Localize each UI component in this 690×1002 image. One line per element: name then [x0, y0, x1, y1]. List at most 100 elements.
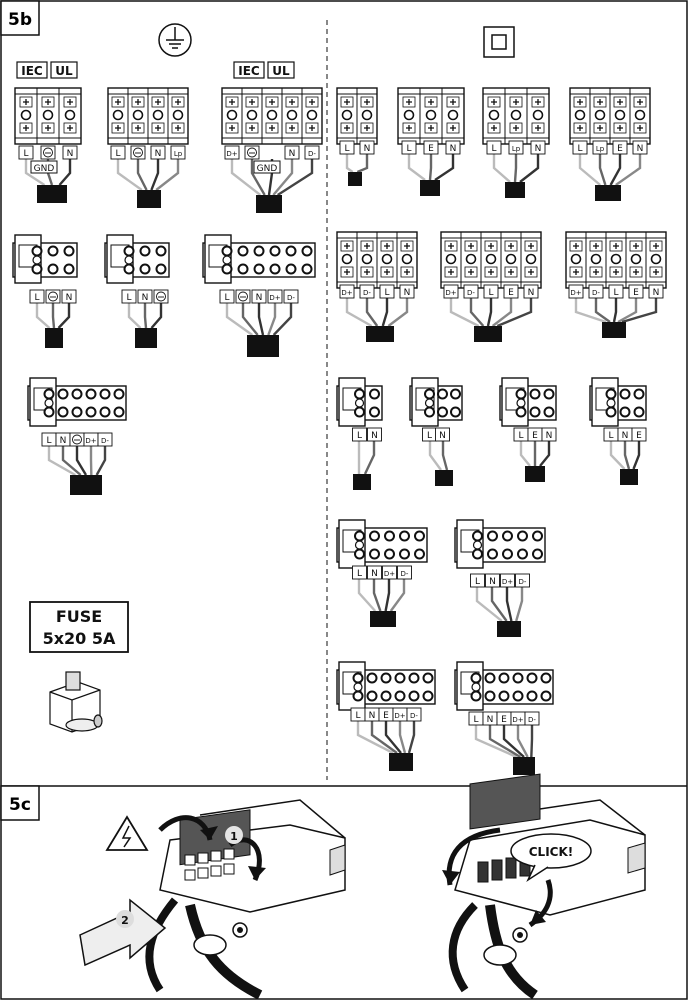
wire — [578, 154, 601, 186]
svg-text:5x20 5A: 5x20 5A — [43, 629, 116, 648]
terminal-label: D- — [397, 565, 412, 580]
screw-slot — [633, 243, 639, 249]
wire-hole — [498, 672, 510, 684]
wire-hole — [488, 109, 500, 121]
wire-hole — [633, 388, 645, 400]
svg-text:GND: GND — [34, 164, 55, 174]
wire-hole — [366, 672, 378, 684]
wire-hole — [526, 690, 538, 702]
wire-hole — [619, 406, 631, 418]
lightning-warning-icon — [105, 815, 149, 851]
screw-slot — [513, 125, 519, 131]
cable-end — [435, 470, 453, 486]
wire-hole — [529, 406, 541, 418]
terminal-label-text: N — [364, 144, 371, 154]
wire-hole — [113, 406, 125, 418]
terminal-label-text: D+ — [394, 712, 405, 720]
wire-hole — [354, 388, 365, 400]
svg-text:5b: 5b — [8, 10, 32, 30]
wire-hole — [472, 548, 483, 560]
wire-hole — [414, 530, 425, 542]
wire-hole — [366, 690, 378, 702]
wire — [632, 441, 641, 470]
wire — [623, 441, 631, 470]
terminal-block — [397, 87, 465, 145]
svg-text:FUSE: FUSE — [56, 607, 102, 626]
wire — [24, 159, 46, 187]
terminal-label-text: N — [404, 288, 411, 298]
screw-slot — [269, 125, 275, 131]
terminal-label: L — [41, 432, 57, 447]
wire-hole — [381, 253, 393, 265]
terminal-label-text: N — [535, 144, 542, 154]
screw-slot — [597, 99, 603, 105]
wire-hole — [470, 690, 482, 702]
terminal-label-text: D+ — [226, 150, 237, 158]
screw-slot — [617, 99, 623, 105]
wire-hole — [71, 388, 83, 400]
screw-slot — [155, 125, 161, 131]
terminal-label-text: L — [488, 288, 493, 298]
screw-slot — [468, 269, 474, 275]
terminal-label: N — [150, 145, 166, 160]
terminal-label-text: L — [427, 431, 432, 441]
terminal-label: N — [482, 711, 498, 726]
wire-hole — [422, 672, 434, 684]
terminal-block — [336, 87, 378, 145]
terminal-block — [569, 87, 651, 145]
terminal-label: E — [631, 427, 647, 442]
wire-hole — [605, 388, 617, 400]
wire-hole — [447, 109, 459, 121]
wire-hole — [505, 253, 517, 265]
wire-hole — [384, 548, 395, 560]
cable-end — [497, 621, 521, 637]
screw-slot — [448, 269, 454, 275]
wire — [469, 298, 485, 327]
terminal-label-text: N — [289, 149, 296, 159]
terminal-label: N — [632, 140, 648, 155]
wire — [384, 579, 391, 612]
cable-end — [348, 172, 362, 186]
terminal-label-text: L — [608, 431, 613, 441]
screw-slot — [289, 99, 295, 105]
screw-slot — [175, 125, 181, 131]
wire-hole — [226, 109, 238, 121]
terminal-label-text: E — [636, 431, 642, 441]
earth-symbol-icon — [247, 147, 257, 158]
wire-hole — [484, 672, 496, 684]
screw-slot — [115, 99, 121, 105]
wire-hole — [112, 109, 124, 121]
wire-hole — [172, 109, 184, 121]
earth-symbol-icon — [72, 434, 82, 445]
wire-hole — [543, 388, 555, 400]
terminal-label-text: L — [357, 569, 362, 579]
terminal-label: D+ — [224, 145, 240, 160]
wire — [615, 154, 642, 186]
wire — [617, 298, 638, 324]
lever-connector — [12, 234, 78, 284]
screw-slot — [249, 99, 255, 105]
wire-hole — [515, 388, 527, 400]
terminal-label-text: N — [256, 293, 263, 303]
earth-symbol-icon — [48, 291, 58, 302]
terminal-label: L — [352, 427, 367, 442]
wire — [574, 298, 607, 324]
wire-hole — [155, 263, 167, 275]
screw-slot — [617, 125, 623, 131]
cable-end — [602, 322, 626, 338]
wire — [143, 303, 148, 329]
terminal-label: L — [486, 140, 502, 155]
lever-connector — [454, 519, 546, 569]
wire-hole — [253, 245, 265, 257]
wire — [75, 446, 88, 476]
section-5c-label: 5c — [0, 785, 40, 821]
terminal-label: D- — [515, 573, 530, 588]
terminal-label: D- — [359, 284, 375, 299]
terminal-label-text: D+ — [512, 716, 523, 724]
wire — [598, 154, 607, 186]
screw-slot — [577, 125, 583, 131]
terminal-label-text: D- — [363, 289, 371, 297]
wire-hole — [85, 388, 97, 400]
